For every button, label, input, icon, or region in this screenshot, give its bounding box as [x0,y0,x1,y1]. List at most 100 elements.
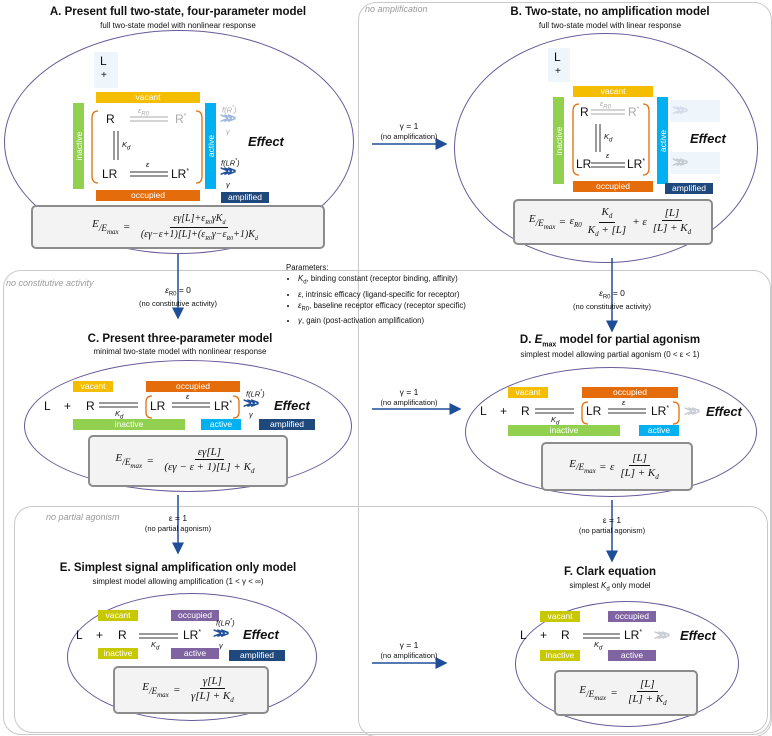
e-plus: + [96,628,104,642]
b-bracket-left [572,103,580,176]
label-e-to-f: γ = 1(no amplification) [380,640,438,660]
b-inactive-bar: inactive [553,97,564,184]
f-ligand: L [520,628,527,642]
d-occupied-bar: occupied [582,387,678,398]
b-receptor-active: R* [628,105,640,119]
c-inactive-bar: inactive [73,419,185,430]
panel-a-subtitle: full two-state model with nonlinear resp… [100,21,256,30]
e-vacant-bar: vacant [98,610,138,621]
a-receptor: R [106,112,115,126]
a-chevron-grey-icon: >>> [220,110,236,127]
panel-e-title: E. Simplest signal amplification only mo… [59,562,297,574]
d-ligand: L [480,404,487,418]
e-flr-label: f(LR*) [216,618,235,628]
e-receptor: R [118,628,127,642]
a-effect: Effect [248,134,284,149]
e-lr-active: LR* [183,628,202,642]
b-eps-label: ε [606,151,610,160]
panel-f-title: F. Clark equation [563,566,657,578]
a-occupied-bar: occupied [96,190,200,201]
e-occupied-bar: occupied [171,610,219,621]
d-chevron-grey-icon: >>> [684,403,700,420]
region-no-constitutive [3,270,771,735]
c-kd-label: Kd [115,409,124,421]
c-equation: E/Emax = εγ[L] (εγ − ε + 1)[L] + Kd [88,435,288,487]
d-inactive-bar: inactive [508,425,620,436]
b-occupied-bar: occupied [573,181,653,192]
panel-d-title: D. Emax model for partial agonism [519,334,701,349]
b-lr: LR [576,157,592,171]
label-a-to-c: εR0 = 0(no constitutive activity) [139,285,217,308]
a-receptor-active: R* [175,112,187,126]
a-gamma: γ [226,180,230,189]
f-lr-active: LR* [624,628,643,642]
label-no-constitutive: no constitutive activity [6,278,94,288]
d-effect: Effect [706,404,742,419]
label-c-to-e: ε = 1(no partial agonism) [144,513,212,533]
d-vacant-bar: vacant [508,387,548,398]
c-vacant-bar: vacant [73,381,113,392]
d-active-bar: active [639,425,679,436]
panel-a-title: A. Present full two-state, four-paramete… [49,6,307,18]
a-amplified-bar: amplified [221,192,269,203]
f-receptor: R [561,628,570,642]
c-occupied-bar: occupied [146,381,240,392]
panel-b-subtitle: full two-state model with linear respons… [538,21,682,30]
a-ligand: L [100,54,107,68]
c-gamma: γ [249,410,253,419]
d-eps-label: ε [622,398,626,407]
panel-c-title: C. Present three-parameter model [87,333,273,345]
a-plus: + [101,70,107,81]
a-eps-label: ε [146,160,150,169]
f-equation: E/Emax = [L] [L] + Kd [554,670,698,716]
label-no-amplification: no amplification [365,4,428,14]
f-effect: Effect [680,628,716,643]
e-kd-label: Kd [151,640,160,652]
param-gamma: γ, gain (post-activation amplification) [298,315,516,326]
e-ligand: L [76,628,83,642]
f-vacant-bar: vacant [540,611,580,622]
f-active-bar: active [608,650,656,661]
b-ligand: L [554,50,561,64]
f-occupied-bar: occupied [608,611,656,622]
a-fr-label: f(R*) [222,105,237,115]
a-kd-label: Kd [122,140,131,152]
c-effect: Effect [274,398,310,413]
f-kd-label: Kd [594,640,603,652]
c-ligand: L [44,399,51,413]
panel-d-subtitle: simplest model allowing partial agonism … [520,350,700,359]
param-kd: Kd, binding constant (receptor binding, … [298,273,516,289]
f-chevron-grey-icon: >>> [654,627,670,644]
b-equation: E/Emax = εR0 Kd Kd + [L] + ε [L] [L] + K… [513,199,713,245]
a-active-bar: active [205,103,216,189]
label-a-to-b: γ = 1(no amplification) [380,121,438,141]
label-b-to-d: εR0 = 0(no constitutive activity) [573,288,651,311]
param-epsr0: εR0, baseline receptor efficacy (recepto… [298,300,516,316]
b-effect: Effect [690,131,726,146]
c-chevron-icon: >>> [243,395,259,412]
b-lr-active: LR* [627,157,646,171]
e-inactive-bar: inactive [98,648,138,659]
label-c-to-d: γ = 1(no amplification) [380,387,438,407]
b-plus: + [555,66,561,77]
e-effect: Effect [243,627,279,642]
d-equation: E/Emax = ε [L] [L] + Kd [541,442,693,491]
a-bracket-active [195,110,203,184]
b-bracket-right [642,103,650,176]
c-lr-active: LR* [214,399,233,413]
a-equation: E/Emax = εγ[L]+εR0γKd (εγ−ε+1)[L]+(εR0γ−… [31,205,325,249]
b-chevron-grey-icon: >>> [672,102,688,119]
a-flr-label: f(LR*) [221,158,240,168]
d-receptor: R [521,404,530,418]
a-inactive-bar: inactive [73,103,84,189]
a-gamma-grey: γ [226,127,230,136]
label-no-partial: no partial agonism [46,512,120,522]
panel-b-title: B. Two-state, no amplification model [510,6,710,18]
b-kd-label: Kd [604,132,613,144]
c-eps-label: ε [186,392,190,401]
b-amplified-bar: amplified [665,183,713,194]
b-epsr0-label: εR0 [600,99,611,111]
d-lr-active: LR* [651,404,670,418]
